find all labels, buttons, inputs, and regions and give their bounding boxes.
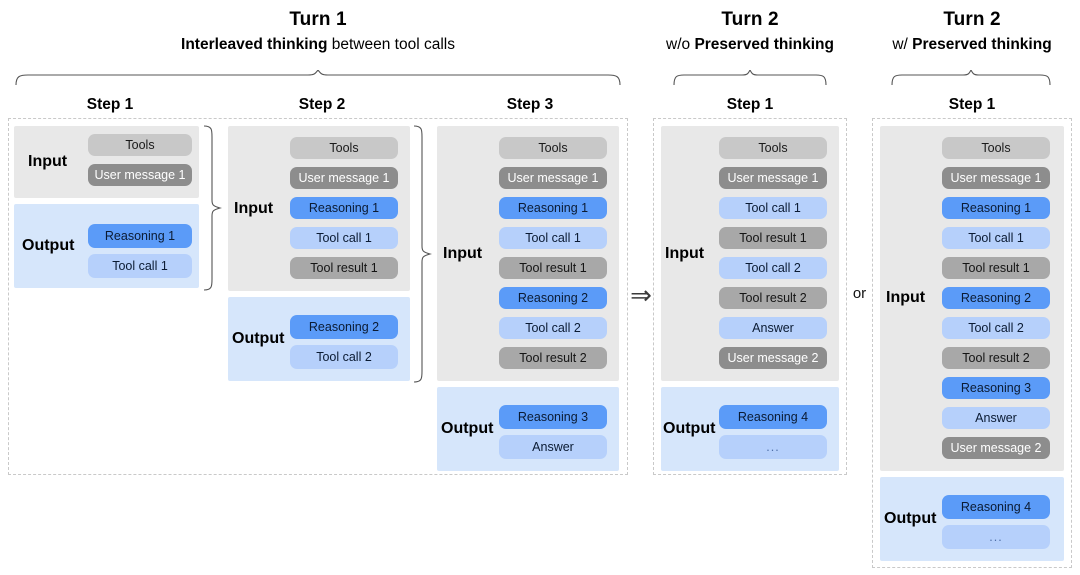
pill-ellipsis: ... (942, 525, 1050, 549)
pill-tool-result: Tool result 1 (719, 227, 827, 249)
pill-tools: Tools (499, 137, 607, 159)
pill-ellipsis: ... (719, 435, 827, 459)
input-block-turn1-step2: Input Tools User message 1 Reasoning 1 T… (228, 126, 410, 291)
pill-reasoning: Reasoning 1 (499, 197, 607, 219)
output-label: Output (232, 330, 285, 347)
pill-tool-call: Tool call 1 (942, 227, 1050, 249)
pill-user-message: User message 2 (942, 437, 1050, 459)
brace-step1-to-step2 (200, 124, 222, 292)
output-label: Output (663, 420, 716, 437)
pill-reasoning: Reasoning 3 (499, 405, 607, 429)
input-label: Input (234, 200, 274, 217)
pill-tool-call: Tool call 1 (290, 227, 398, 249)
column-panel-turn-1 (8, 118, 628, 475)
or-connector-label: or (852, 285, 867, 302)
pill-user-message: User message 1 (88, 164, 192, 186)
pill-tools: Tools (290, 137, 398, 159)
brace-turn-2-wo (672, 70, 828, 86)
pill-reasoning: Reasoning 2 (499, 287, 607, 309)
pill-tool-call: Tool call 1 (719, 197, 827, 219)
group-header-turn-2-w: Turn 2 w/ w/ Preserved thinkingPreserved… (872, 8, 1072, 56)
output-label: Output (22, 237, 75, 254)
pill-tool-call: Tool call 1 (88, 254, 192, 278)
input-label: Input (665, 245, 705, 262)
group-subtitle: w/o w/o Preserved thinkingPreserved thin… (666, 36, 834, 53)
group-subtitle-bold-visible: Preserved thinking (694, 36, 834, 53)
group-subtitle-rest: between tool calls (327, 36, 455, 53)
pill-reasoning: Reasoning 1 (942, 197, 1050, 219)
pill-tool-result: Tool result 2 (942, 347, 1050, 369)
pill-tools: Tools (88, 134, 192, 156)
output-block-turn1-step2: Output Reasoning 2 Tool call 2 (228, 297, 410, 381)
pill-answer: Answer (499, 435, 607, 459)
pill-answer: Answer (942, 407, 1050, 429)
group-subtitle: Interleaved thinking between tool calls (8, 34, 628, 56)
pill-tool-result: Tool result 2 (499, 347, 607, 369)
pill-user-message: User message 1 (719, 167, 827, 189)
arrow-right-icon: ⇒ (630, 281, 652, 311)
input-label: Input (886, 289, 926, 306)
pill-tool-result: Tool result 1 (942, 257, 1050, 279)
pill-reasoning: Reasoning 1 (290, 197, 398, 219)
pill-tool-call: Tool call 2 (290, 345, 398, 369)
brace-turn-1 (14, 70, 622, 86)
pill-user-message: User message 2 (719, 347, 827, 369)
input-block-turn1-step3: Input Tools User message 1 Reasoning 1 T… (437, 126, 619, 381)
pill-reasoning: Reasoning 4 (942, 495, 1050, 519)
step-label-turn1-step2: Step 2 (298, 96, 346, 113)
pill-answer: Answer (719, 317, 827, 339)
pill-user-message: User message 1 (499, 167, 607, 189)
group-title: Turn 2 (943, 9, 1001, 30)
input-label: Input (28, 153, 68, 170)
pill-user-message: User message 1 (290, 167, 398, 189)
input-label: Input (443, 245, 483, 262)
pill-reasoning: Reasoning 4 (719, 405, 827, 429)
input-block-turn2w-step1: Input Tools User message 1 Reasoning 1 T… (880, 126, 1064, 471)
pill-tool-call: Tool call 1 (499, 227, 607, 249)
pill-user-message: User message 1 (942, 167, 1050, 189)
pill-reasoning: Reasoning 2 (290, 315, 398, 339)
group-title: Turn 1 (289, 9, 347, 30)
group-subtitle-bold-visible: Preserved thinking (912, 36, 1052, 53)
group-header-turn-2-wo: Turn 2 w/o w/o Preserved thinkingPreserv… (653, 8, 847, 56)
output-block-turn2w-step1: Output Reasoning 4 ... (880, 477, 1064, 561)
output-block-turn1-step1: Output Reasoning 1 Tool call 1 (14, 204, 199, 288)
pill-tool-call: Tool call 2 (499, 317, 607, 339)
group-header-turn-1: Turn 1 Interleaved thinking between tool… (8, 8, 628, 56)
pill-reasoning: Reasoning 1 (88, 224, 192, 248)
brace-turn-2-w (890, 70, 1052, 86)
output-label: Output (441, 420, 494, 437)
output-block-turn2wo-step1: Output Reasoning 4 ... (661, 387, 839, 471)
column-panel-turn-2-w (872, 118, 1072, 568)
group-subtitle: w/ w/ Preserved thinkingPreserved thinki… (892, 36, 1052, 53)
group-subtitle-bold: Interleaved thinking (181, 36, 328, 53)
output-block-turn1-step3: Output Reasoning 3 Answer (437, 387, 619, 471)
pill-tools: Tools (719, 137, 827, 159)
pill-reasoning: Reasoning 3 (942, 377, 1050, 399)
step-label-turn1-step1: Step 1 (86, 96, 134, 113)
step-label-turn1-step3: Step 3 (506, 96, 554, 113)
input-block-turn2wo-step1: Input Tools User message 1 Tool call 1 T… (661, 126, 839, 381)
pill-reasoning: Reasoning 2 (942, 287, 1050, 309)
pill-tool-result: Tool result 2 (719, 287, 827, 309)
pill-tools: Tools (942, 137, 1050, 159)
step-label-turn2w-step1: Step 1 (948, 96, 996, 113)
group-title: Turn 2 (721, 9, 779, 30)
column-panel-turn-2-wo (653, 118, 847, 475)
output-label: Output (884, 510, 937, 527)
step-label-turn2wo-step1: Step 1 (726, 96, 774, 113)
pill-tool-result: Tool result 1 (290, 257, 398, 279)
pill-tool-result: Tool result 1 (499, 257, 607, 279)
pill-tool-call: Tool call 2 (719, 257, 827, 279)
input-block-turn1-step1: Input Tools User message 1 (14, 126, 199, 198)
pill-tool-call: Tool call 2 (942, 317, 1050, 339)
brace-step2-to-step3 (410, 124, 432, 384)
